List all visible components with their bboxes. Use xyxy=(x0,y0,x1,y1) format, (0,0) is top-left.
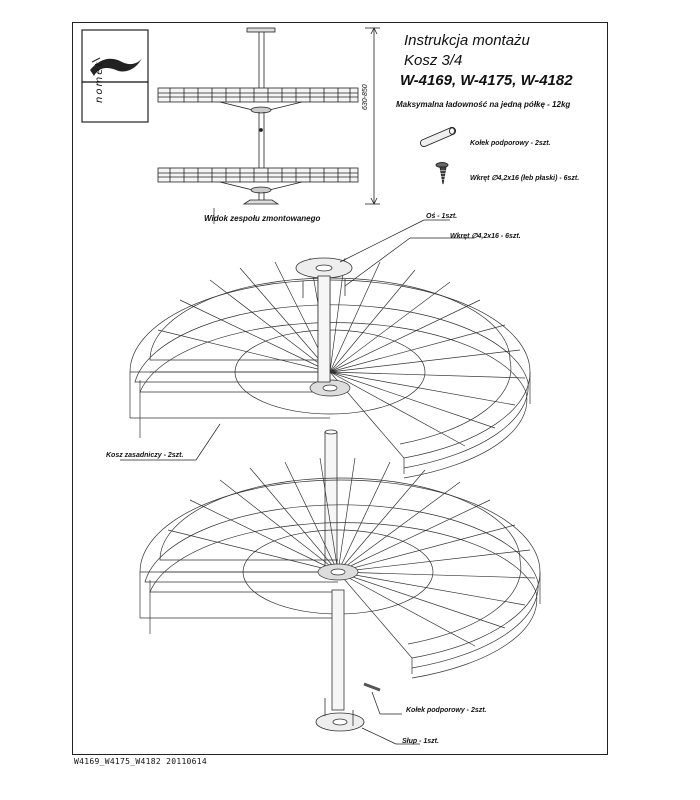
assembled-view-drawing xyxy=(157,27,380,205)
upper-basket-drawing xyxy=(129,257,531,479)
screw-icon xyxy=(435,162,449,185)
part-dowel-label: Kołek podporowy - 2szt. xyxy=(470,140,551,147)
callout-axis: Oś - 1szt. xyxy=(426,213,458,220)
model-numbers: W-4169, W-4175, W-4182 xyxy=(400,72,573,89)
axis-drawing xyxy=(295,257,353,383)
lower-basket-drawing xyxy=(139,457,541,679)
product-name: Kosz 3/4 xyxy=(404,52,463,69)
assembled-view-caption: Widok zespołu zmontowanego xyxy=(204,214,321,223)
callout-screw: Wkręt ∅4,2x16 - 6szt. xyxy=(450,233,521,240)
leader-lines xyxy=(120,208,474,745)
nomet-logo xyxy=(81,29,149,123)
page-frame xyxy=(72,22,608,755)
footer-code: W4169_W4175_W4182 20110614 xyxy=(74,757,208,766)
brand-logo-text: nomet xyxy=(94,60,105,103)
part-screw-label: Wkręt ∅4,2x16 (łeb płaski) - 6szt. xyxy=(470,175,580,182)
callout-basket: Kosz zasadniczy - 2szt. xyxy=(106,452,184,459)
document-title: Instrukcja montażu xyxy=(404,32,530,49)
dowel-pin-icon xyxy=(420,127,456,147)
height-dimension: 630-850 xyxy=(362,84,369,110)
post-drawing xyxy=(315,589,381,732)
callout-dowel: Kołek podporowy - 2szt. xyxy=(406,707,487,714)
max-load-note: Maksymalna ładowność na jedną półkę - 12… xyxy=(396,100,571,109)
callout-post: Słup - 1szt. xyxy=(402,738,439,745)
